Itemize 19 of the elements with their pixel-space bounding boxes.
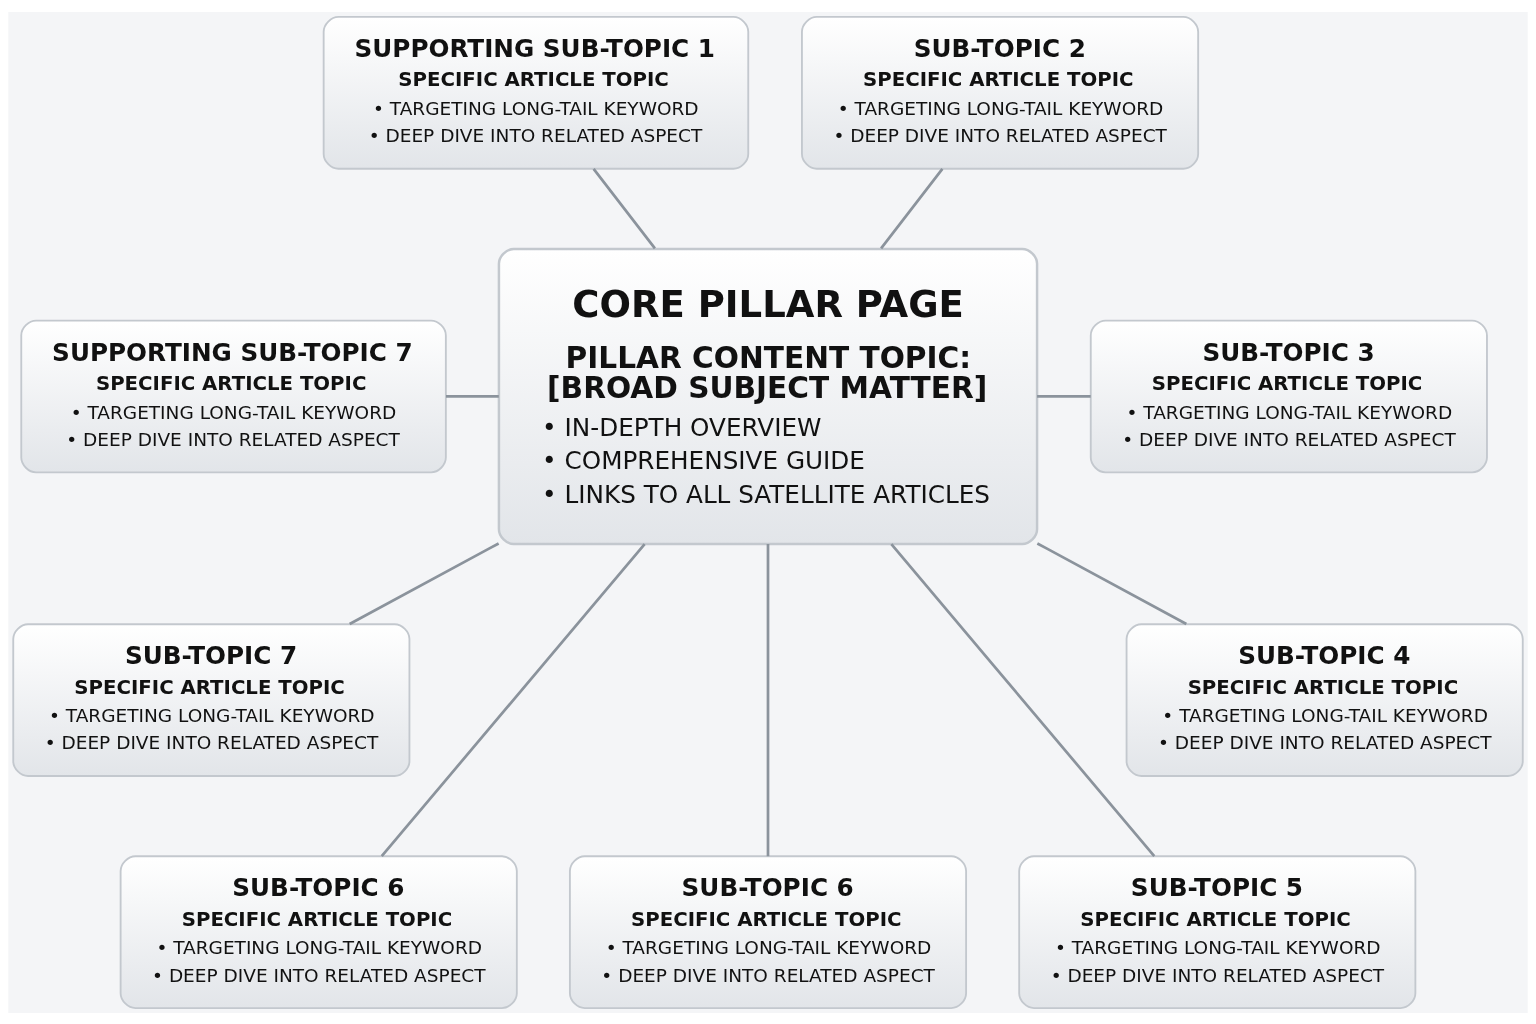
node-box: SUB-TOPIC 7 SPECIFIC ARTICLE TOPIC • TARGETING LONG-TAIL KEYWORD • DEEP DIVE INTO RELATED ASPECT	[12, 622, 411, 777]
connector	[380, 542, 646, 857]
connector	[890, 542, 1156, 857]
connector	[349, 541, 500, 625]
connector	[592, 167, 656, 249]
node-box: SUPPORTING SUB-TOPIC 1 SPECIFIC ARTICLE TOPIC • TARGETING LONG-TAIL KEYWORD • DEEP DIVE INTO RELATED ASPECT	[322, 15, 750, 170]
node-box: SUB-TOPIC 4 SPECIFIC ARTICLE TOPIC • TARGETING LONG-TAIL KEYWORD • DEEP DIVE INTO RELATED ASPECT	[1125, 622, 1524, 777]
connector	[766, 543, 770, 856]
connector	[1037, 394, 1091, 398]
node-box: SUPPORTING SUB-TOPIC 7 SPECIFIC ARTICLE TOPIC • TARGETING LONG-TAIL KEYWORD • DEEP DIVE INTO RELATED ASPECT	[20, 319, 447, 473]
node-box: CORE PILLAR PAGE PILLAR CONTENT TOPIC: [BROAD SUBJECT MATTER] • IN-DEPTH OVERVIEW • COMPREHENSIVE GUIDE • LINKS TO ALL SATELLITE ARTICLES	[497, 247, 1039, 545]
connector	[880, 167, 944, 249]
connector	[1036, 541, 1187, 625]
node-box: SUB-TOPIC 6 SPECIFIC ARTICLE TOPIC • TARGETING LONG-TAIL KEYWORD • DEEP DIVE INTO RELATED ASPECT	[568, 854, 968, 1009]
connector	[446, 394, 499, 398]
node-box: SUB-TOPIC 2 SPECIFIC ARTICLE TOPIC • TARGETING LONG-TAIL KEYWORD • DEEP DIVE INTO RELATED ASPECT	[801, 15, 1200, 170]
node-box: SUB-TOPIC 3 SPECIFIC ARTICLE TOPIC • TARGETING LONG-TAIL KEYWORD • DEEP DIVE INTO RELATED ASPECT	[1089, 319, 1488, 473]
node-box: SUB-TOPIC 5 SPECIFIC ARTICLE TOPIC • TARGETING LONG-TAIL KEYWORD • DEEP DIVE INTO RELATED ASPECT	[1018, 854, 1417, 1009]
node-box: SUB-TOPIC 6 SPECIFIC ARTICLE TOPIC • TARGETING LONG-TAIL KEYWORD • DEEP DIVE INTO RELATED ASPECT	[119, 854, 518, 1009]
